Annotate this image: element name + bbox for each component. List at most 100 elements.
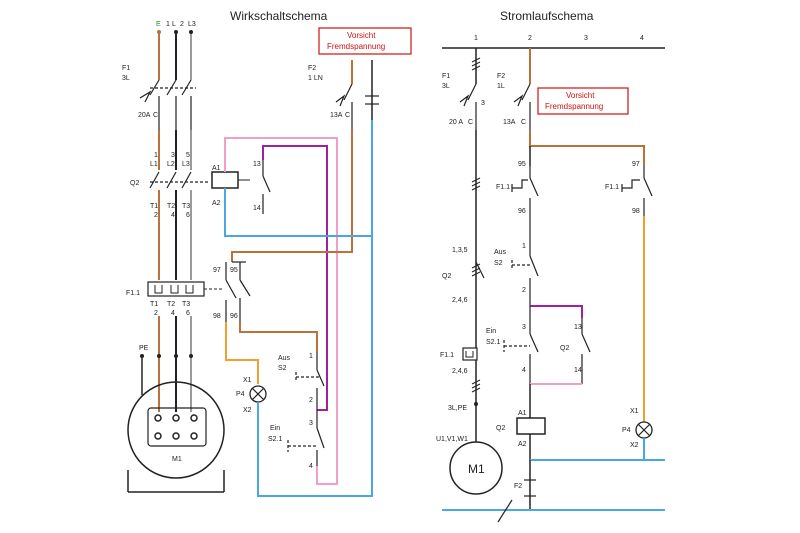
lamp-x1: X1 — [243, 377, 252, 384]
q2-top-num-1: 1 — [154, 152, 158, 159]
rf11-main: F1.1 — [440, 352, 454, 359]
q2-bottom-term-t2: T2 — [167, 203, 175, 210]
rf11-contact-97-98 — [621, 166, 653, 216]
q2-name: Q2 — [130, 180, 139, 187]
f11-contact-96: 96 — [230, 313, 238, 320]
f11-relay-block — [147, 281, 205, 297]
col-num-4: 4 — [640, 35, 644, 42]
rs2-num-2: 2 — [522, 287, 526, 294]
title-wirkschaltschema: Wirkschaltschema — [230, 9, 328, 23]
rf11-96: 96 — [518, 208, 526, 215]
rmotor-label: M1 — [468, 462, 485, 476]
bus-label-pe: E — [156, 21, 161, 28]
rf2-rating: 13A — [503, 119, 516, 126]
rf2-name: F2 — [497, 73, 505, 80]
wire-blue-neutral — [257, 120, 373, 497]
f11-contact-98: 98 — [213, 313, 221, 320]
rs21-name: Ein — [486, 328, 496, 335]
wire-orange-98 — [225, 322, 259, 384]
motor-dot — [157, 354, 161, 358]
warning-left-line1: Vorsicht — [347, 31, 376, 40]
rf1-name: F1 — [442, 73, 450, 80]
rq2-main2: 2,4,6 — [452, 297, 468, 304]
s2-num-2: 2 — [309, 397, 313, 404]
rs2-name: Aus — [494, 249, 507, 256]
rf2-bottom: F2 — [514, 483, 522, 490]
lamp-x2: X2 — [243, 407, 252, 414]
f11-contact-95: 95 — [230, 267, 238, 274]
f11-aux-contacts — [225, 261, 251, 322]
f11-num-6: 6 — [186, 310, 190, 317]
f1-rating: 20A — [138, 112, 151, 119]
s2-contact-symbol — [295, 352, 325, 410]
rcoil-a2: A2 — [518, 441, 527, 448]
s21-num-3: 3 — [309, 420, 313, 427]
s21-contact-symbol — [287, 410, 325, 466]
rf11-95: 95 — [518, 161, 526, 168]
rq2-label: Q2 — [442, 273, 451, 280]
f2-poles: 1 LN — [308, 75, 323, 82]
f2-name: F2 — [308, 65, 316, 72]
rf11-main-block — [462, 347, 478, 361]
col-num-1: 1 — [474, 35, 478, 42]
rs21-num-3: 3 — [522, 324, 526, 331]
q2-top-term-l2: L2 — [167, 161, 175, 168]
motor-label: M1 — [172, 456, 182, 463]
q2-top-term-l3: L3 — [182, 161, 190, 168]
f11-term-t1: T1 — [150, 301, 158, 308]
lamp-cross — [251, 387, 265, 401]
rs2-contact — [511, 240, 539, 306]
rq2-aux-label: Q2 — [560, 345, 569, 352]
aux-13: 13 — [253, 161, 261, 168]
warning-right-line2: Fremdspannung — [545, 102, 603, 111]
rf2-breaker — [513, 83, 531, 130]
f1-poles: 3L — [122, 75, 130, 82]
rf2-bottom-symbol — [524, 479, 536, 497]
q2-bottom-num-6: 6 — [186, 212, 190, 219]
coil-a2: A2 — [212, 200, 221, 207]
rpe-dot — [474, 402, 478, 406]
q2-top-term-l1: L1 — [150, 161, 158, 168]
f11-contact-97: 97 — [213, 267, 221, 274]
q2-coil — [211, 171, 239, 189]
s2-name: Aus — [278, 355, 291, 362]
motor-symbol — [127, 381, 225, 493]
col1-slashes-2 — [471, 177, 481, 191]
pe-dot — [140, 354, 144, 358]
wire-brown-f2 — [231, 130, 353, 262]
f11-num-2: 2 — [154, 310, 158, 317]
left-wirkschaltschema: E 1 L 2 L3 F1 3L 20A C 1 3 5 L1 — [122, 21, 412, 497]
q2-bottom-term-t1: T1 — [150, 203, 158, 210]
warning-box-right — [537, 87, 629, 115]
terminal-dot — [157, 30, 161, 34]
rs21-id: S2.1 — [486, 339, 501, 346]
bus-label-l1-1: 1 — [166, 21, 170, 28]
f11-term-t3: T3 — [182, 301, 190, 308]
bus-label-l2: 2 — [180, 21, 184, 28]
q2-bottom-term-t3: T3 — [182, 203, 190, 210]
q2-main-contacts — [149, 171, 210, 189]
f2-rating: 13A — [330, 112, 343, 119]
q2-top-num-5: 5 — [186, 152, 190, 159]
rf1-breaker — [459, 83, 477, 130]
col-num-2: 2 — [528, 35, 532, 42]
s21-num-4: 4 — [309, 463, 313, 470]
wire-purple — [262, 145, 328, 411]
rq2-main-contact — [475, 261, 485, 279]
rs2-id: S2 — [494, 260, 503, 267]
rs2-num-1: 1 — [522, 243, 526, 250]
rcoil-a1: A1 — [518, 410, 527, 417]
rlamp-x1: X1 — [630, 408, 639, 415]
rs21-num-4: 4 — [522, 367, 526, 374]
rf11-contact-95-96 — [511, 166, 539, 240]
bus-label-l3: L3 — [188, 21, 196, 28]
f1-breaker-symbol — [139, 79, 196, 130]
right-stromlaufschema: 1 2 3 4 F1 3L 3 20 A C 1,3,5 Q2 2,4,6 F1… — [436, 35, 665, 523]
s2-id: S2 — [278, 365, 287, 372]
wire-blue-coil — [224, 188, 372, 237]
f11-term-t2: T2 — [167, 301, 175, 308]
f2-type: C — [345, 112, 350, 119]
f11-name: F1.1 — [126, 290, 140, 297]
rs21-contact — [503, 306, 539, 384]
